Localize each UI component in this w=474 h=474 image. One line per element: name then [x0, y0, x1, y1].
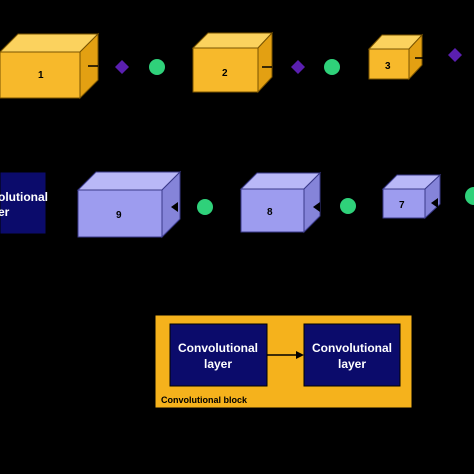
cube-3: 3 [367, 33, 424, 81]
green-dot-2 [324, 59, 340, 75]
diamond-2 [291, 60, 305, 74]
conv-layer-b-line1: Convolutional [312, 341, 392, 355]
cube-1-label: 1 [38, 70, 44, 81]
cube-9-label: 9 [116, 210, 122, 221]
cube-2-label: 2 [222, 68, 228, 79]
cube-8: 8 [239, 171, 322, 234]
diamond-1 [115, 60, 129, 74]
cube-3-label: 3 [385, 61, 391, 72]
cube-8-label: 8 [267, 207, 273, 218]
cube-2: 2 [191, 31, 274, 94]
block-caption: Convolutional block [161, 395, 248, 405]
left-box-line2: er [0, 205, 10, 219]
green-dot-1 [149, 59, 165, 75]
green-dot-3 [197, 199, 213, 215]
green-dot-4 [340, 198, 356, 214]
cube-7: 7 [381, 173, 442, 220]
convolutional-block: Convolutional layer Convolutional layer … [154, 314, 413, 409]
conv-layer-a-line2: layer [204, 357, 232, 371]
diamond-3 [448, 48, 462, 62]
conv-layer-a [169, 323, 268, 387]
cube-9: 9 [76, 170, 182, 239]
conv-layer-b-line2: layer [338, 357, 366, 371]
cube-1: 1 [0, 32, 100, 100]
left-conv-layer-box [0, 171, 47, 235]
green-dot-5 [465, 187, 474, 205]
cube-7-label: 7 [399, 200, 405, 211]
conv-layer-b [303, 323, 401, 387]
conv-layer-a-line1: Convolutional [178, 341, 258, 355]
left-box-line1: olutional [0, 190, 48, 204]
